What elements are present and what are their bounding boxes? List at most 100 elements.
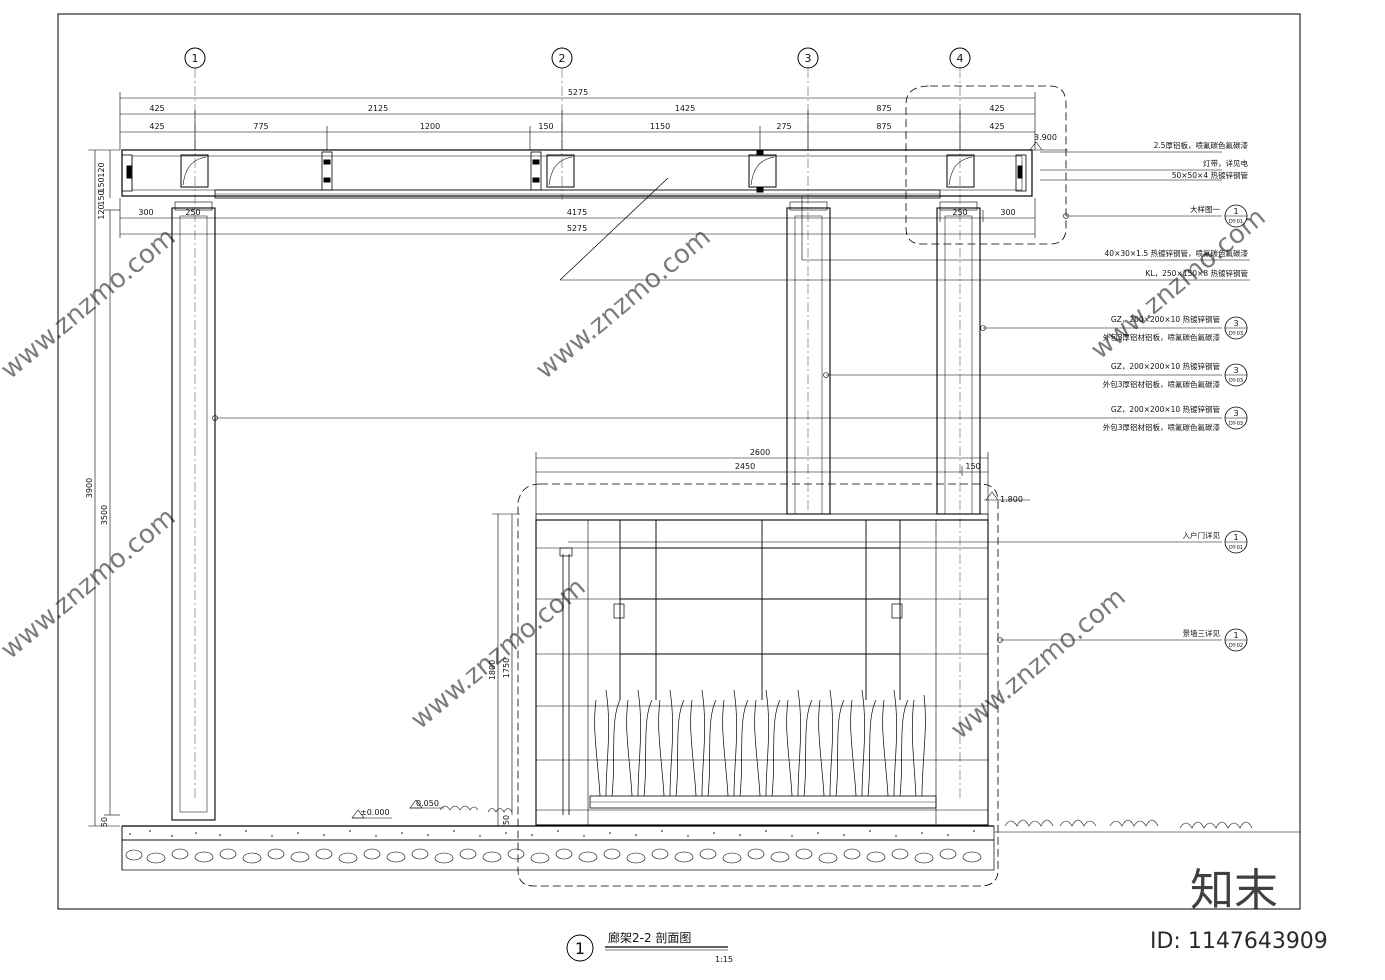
drawing-frame (57, 13, 1301, 910)
diagonal-leader (559, 177, 669, 281)
dim-top-r1-5: 425 (989, 104, 1004, 113)
columns (171, 201, 981, 821)
ref-bubble-detail-1: 1 DY-01 (1224, 204, 1248, 228)
svg-text:DY-03: DY-03 (1229, 331, 1243, 337)
gravel-fill (129, 830, 975, 837)
detail-cloud-wall (517, 483, 999, 887)
watermark-id: ID: 1147643909 (1150, 929, 1328, 954)
dim-wall-150: 150 (965, 462, 980, 471)
ref-bubble-column-2: 3 DY-03 (1224, 363, 1248, 387)
dim-top-r2-7: 875 (876, 122, 891, 131)
ref-bubble-entry-door: 1 DY-01 (1224, 530, 1248, 554)
dim-top-total: 5275 (568, 88, 588, 97)
drawing-title: 1 廊架2-2 剖面图 1:15 (566, 930, 733, 964)
dim-bottom-5: 300 (1000, 208, 1015, 217)
left-dimension-labels: 120 150 150 120 3900 3500 50 (85, 162, 109, 827)
dim-top-r2-8: 425 (989, 122, 1004, 131)
ref-bubble-column-3: 3 DY-03 (1224, 406, 1248, 430)
watermark-site-6: www.znzmo.com (945, 582, 1131, 745)
cobble-fill (125, 848, 982, 864)
dim-left-3900: 3900 (85, 478, 94, 498)
level-mark-ground: ±0.000 0.050 (351, 799, 444, 819)
note-column-gz-2: GZ，200×200×10 热镀锌钢管 (1111, 361, 1221, 371)
left-dimensions (88, 149, 120, 827)
dim-wall-1750: 1750 (502, 658, 511, 678)
svg-text:DY-01: DY-01 (1229, 219, 1243, 225)
note-feature-wall: 景墙三详见 (1183, 628, 1221, 638)
brand-watermark: 知末 ID: 1147643909 (1150, 865, 1328, 954)
note-detail-1: 大样图一 (1190, 204, 1220, 214)
wall-dimension-labels: 2600 2450 150 1800 1750 50 (488, 448, 981, 825)
dim-top-r2-2: 775 (253, 122, 268, 131)
level-wall-text: 1.800 (1000, 495, 1023, 504)
dim-left-small-2: 150 (97, 177, 106, 192)
dim-wall-50: 50 (502, 815, 511, 825)
svg-text:3: 3 (1233, 319, 1238, 328)
note-column-gz-1-wrap: 外包3厚铝材铝板，喷氟碳色氟碳漆 (1103, 332, 1221, 342)
level-mark-top: 3.900 (1029, 133, 1068, 151)
svg-text:1: 1 (1233, 533, 1238, 542)
dim-top-r2-5: 1150 (650, 122, 670, 131)
note-column-gz-3-wrap: 外包3厚铝材铝板，喷氟碳色氟碳漆 (1103, 422, 1221, 432)
top-dimensions (119, 92, 1036, 150)
planter-grass (594, 689, 926, 797)
wall-dimensions (492, 452, 989, 827)
svg-text:DY-01: DY-01 (1229, 545, 1243, 551)
lower-roof-dimension-labels: 300 250 4175 250 300 5275 (138, 208, 1015, 233)
dim-bottom-3: 4175 (567, 208, 587, 217)
dim-top-r1-3: 1425 (675, 104, 695, 113)
annotation-notes: 2.5厚铝板，喷氟碳色氟碳漆 灯带，详见电 50×50×4 热镀锌钢管 大样图一… (1103, 140, 1249, 638)
axis-label-1: 1 (192, 52, 199, 65)
detail-reference-bubbles: 1 DY-01 3 DY-03 3 DY-03 3 DY-03 1 DY-01 (1224, 204, 1248, 652)
axis-label-4: 4 (957, 52, 964, 65)
feature-wall (535, 513, 989, 826)
dim-bottom-1: 300 (138, 208, 153, 217)
level-ground-text: ±0.000 (360, 808, 390, 817)
note-column-gz-2-wrap: 外包3厚铝材铝板，喷氟碳色氟碳漆 (1103, 379, 1221, 389)
level-mark-wall: 1.800 (984, 491, 1030, 504)
dim-bottom-4: 250 (952, 208, 967, 217)
dim-bottom-2: 250 (185, 208, 200, 217)
note-steel-tube-50: 50×50×4 热镀锌钢管 (1172, 170, 1249, 180)
axis-markers: 1 2 3 4 (184, 47, 971, 800)
ref-bubble-column-1: 3 DY-03 (1224, 316, 1248, 340)
dim-top-r1-2: 2125 (368, 104, 388, 113)
dim-wall-2600: 2600 (750, 448, 770, 457)
ground-section (121, 825, 1300, 871)
detail-cloud-top (905, 85, 1067, 245)
dim-left-3500: 3500 (100, 505, 109, 525)
svg-text:1: 1 (1233, 631, 1238, 640)
watermark-tiles: www.znzmo.com www.znzmo.com www.znzmo.co… (0, 202, 1272, 745)
svg-text:DY-03: DY-03 (1229, 378, 1243, 384)
dim-wall-2450: 2450 (735, 462, 755, 471)
title-scale: 1:15 (715, 955, 733, 964)
shrubs (439, 805, 1253, 829)
dim-top-r2-1: 425 (149, 122, 164, 131)
dim-left-small-3: 150 (97, 190, 106, 205)
note-column-gz-3: GZ，200×200×10 热镀锌钢管 (1111, 404, 1221, 414)
level-top-text: 3.900 (1034, 133, 1057, 142)
svg-text:DY-03: DY-03 (1229, 421, 1243, 427)
watermark-site-1: www.znzmo.com (0, 222, 182, 385)
dim-bottom-total: 5275 (567, 224, 587, 233)
dim-wall-1800: 1800 (488, 660, 497, 680)
top-dimension-labels: 5275 425 2125 1425 875 425 425 775 1200 … (149, 88, 1004, 131)
svg-text:1: 1 (1233, 207, 1238, 216)
note-aluminum-plate: 2.5厚铝板，喷氟碳色氟碳漆 (1154, 140, 1249, 150)
dim-left-small-4: 120 (97, 204, 106, 219)
note-steel-tube-40: 40×30×1.5 热镀锌钢管，喷氟碳色氟碳漆 (1105, 248, 1249, 258)
title-number: 1 (575, 939, 585, 958)
axis-label-3: 3 (805, 52, 812, 65)
svg-text:3: 3 (1233, 366, 1238, 375)
dim-top-r1-4: 875 (876, 104, 891, 113)
dim-top-r2-6: 275 (776, 122, 791, 131)
dim-left-small-1: 120 (97, 162, 106, 177)
note-light-strip: 灯带，详见电 (1203, 158, 1248, 168)
title-text: 廊架2-2 剖面图 (608, 930, 691, 945)
dim-top-r2-3: 1200 (420, 122, 440, 131)
note-beam-kl: KL，250×150×8 热镀锌钢管 (1146, 268, 1249, 278)
svg-text:DY-02: DY-02 (1229, 643, 1243, 649)
level-paving-text: 0.050 (416, 799, 439, 808)
dim-top-r2-4: 150 (538, 122, 553, 131)
dim-left-50: 50 (100, 817, 109, 827)
